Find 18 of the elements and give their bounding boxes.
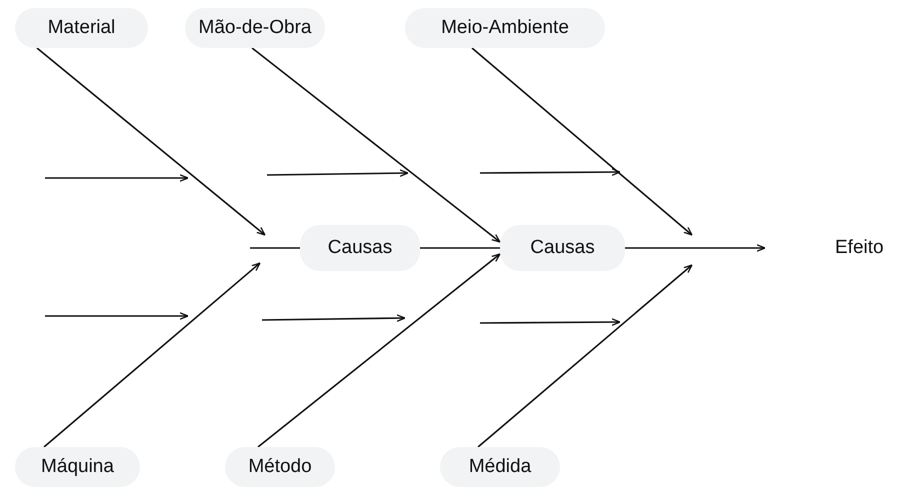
- arrow: [43, 262, 261, 448]
- label-pill: Meio-Ambiente: [405, 8, 605, 48]
- arrow: [478, 264, 693, 448]
- arrow: [36, 47, 266, 236]
- label-pill: Causas: [500, 225, 625, 271]
- arrow: [252, 47, 501, 243]
- arrow: [258, 253, 501, 448]
- label-pill: Mão-de-Obra: [185, 8, 325, 48]
- spine-line: [420, 247, 500, 249]
- effect-label: Efeito: [765, 228, 913, 268]
- label-pill: Causas: [300, 225, 420, 271]
- label-pill: Material: [15, 8, 148, 48]
- arrow: [471, 47, 693, 236]
- label-pill: Médida: [440, 447, 560, 487]
- spine-line: [250, 247, 300, 249]
- label-pill: Método: [225, 447, 335, 487]
- arrow: [625, 244, 766, 252]
- label-pill: Máquina: [15, 447, 140, 487]
